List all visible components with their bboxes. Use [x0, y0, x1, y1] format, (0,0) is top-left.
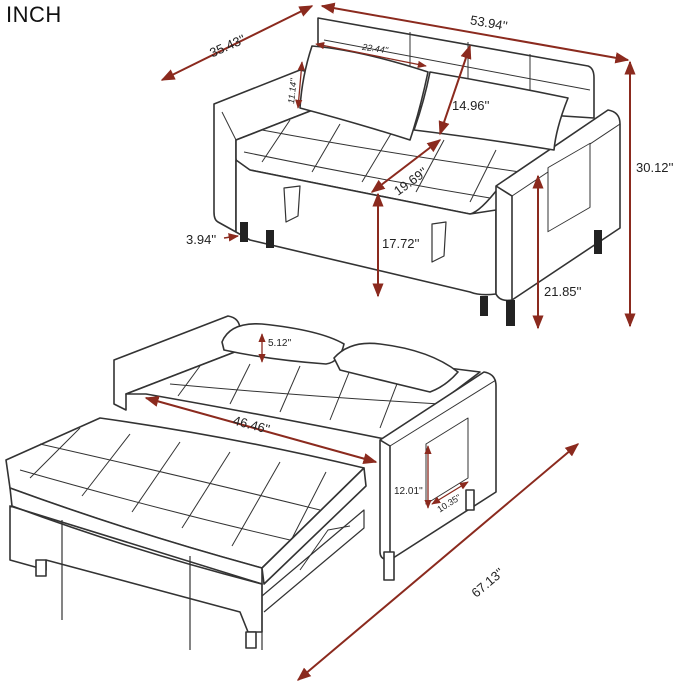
- bed-leg: [383, 551, 395, 581]
- label-leg-height: 3.94'': [186, 232, 216, 247]
- sofa-leg: [594, 230, 602, 254]
- label-depth: 35.43'': [207, 31, 247, 60]
- dim-line-width: [320, 2, 630, 64]
- unit-title: INCH: [6, 2, 62, 27]
- sofa-side-pocket: [547, 142, 591, 233]
- label-pocket-height: 12.01'': [394, 486, 423, 497]
- sofa-front-base: [235, 159, 497, 296]
- label-total-length: 67.13'': [468, 565, 506, 601]
- label-pillow-thickness: 5.12'': [268, 338, 291, 349]
- label-total-height: 30.12'': [636, 160, 674, 175]
- bed-drawing: [5, 315, 497, 650]
- dim-line-total-length: [296, 443, 580, 681]
- bed-left-arm: [113, 315, 241, 411]
- bed-leg: [35, 559, 47, 577]
- dimension-lines: [144, 2, 636, 681]
- dim-line-back-height: [438, 44, 472, 136]
- sofa-leg: [240, 222, 248, 242]
- bed-leg: [245, 631, 257, 649]
- dim-line-leg: [223, 233, 240, 242]
- dim-line-seat-depth: [370, 139, 442, 193]
- label-pillow-height: 11.14'': [286, 78, 299, 104]
- sofa-leg: [266, 230, 274, 248]
- label-seat-height: 17.72'': [382, 236, 420, 251]
- sofa-leg: [480, 296, 488, 316]
- bed-leg: [465, 489, 475, 511]
- label-pillow-width: 22.44'': [361, 42, 389, 56]
- dim-line-pillow-height: [295, 61, 305, 109]
- sofa-leg: [506, 300, 515, 326]
- label-back-height: 14.96'': [452, 98, 490, 113]
- dim-line-depth: [160, 5, 314, 81]
- label-width: 53.94'': [469, 12, 509, 33]
- label-arm-height: 21.85'': [544, 284, 582, 299]
- bed-pillow-right: [333, 342, 459, 393]
- bed-pillow-left: [221, 323, 345, 365]
- dim-line-pillow-width: [315, 42, 427, 68]
